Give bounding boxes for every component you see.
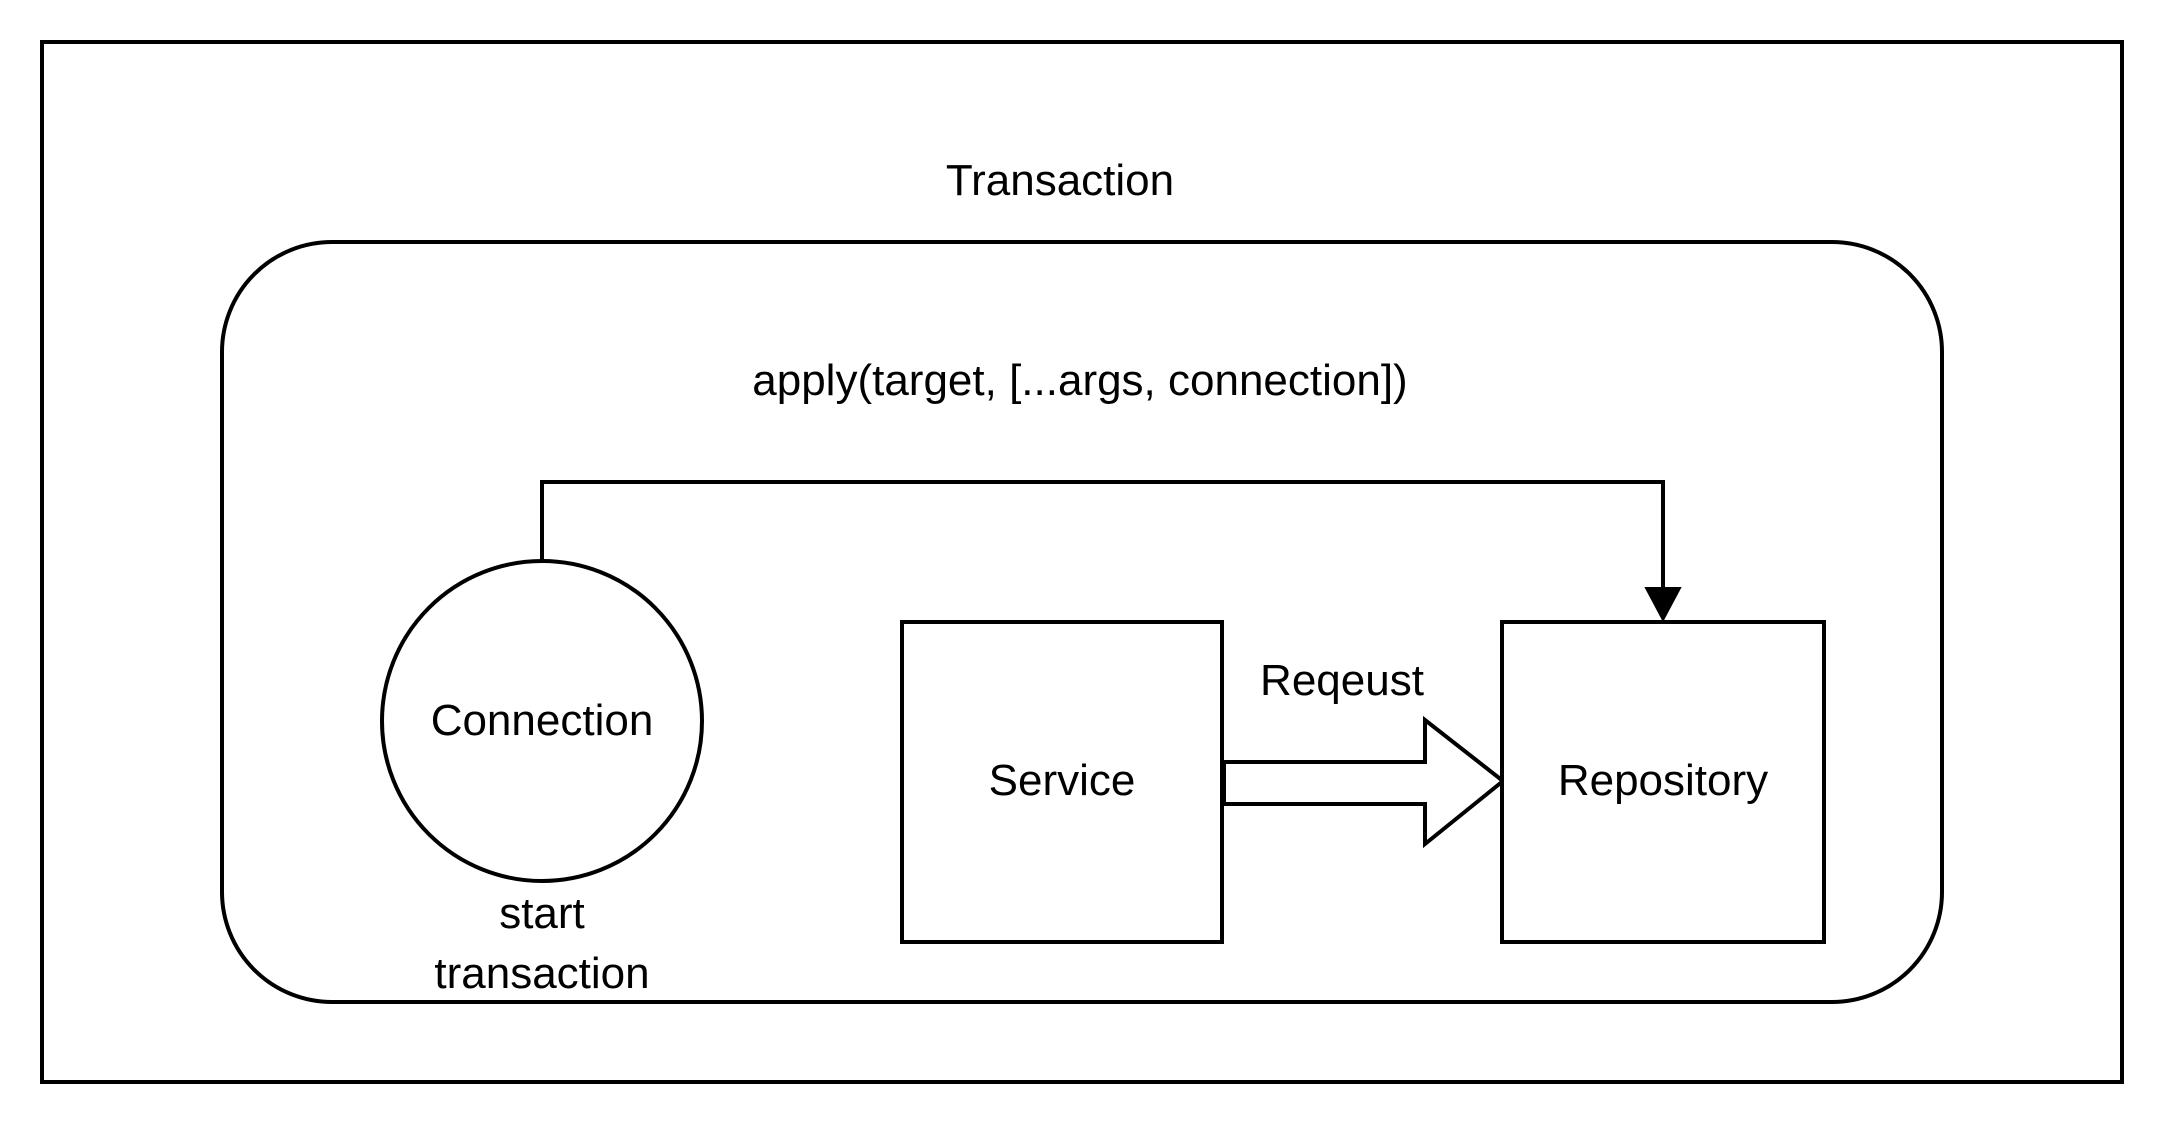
- connection-node-label: Connection: [431, 696, 654, 745]
- connection-edge-arrowhead: [1644, 587, 1682, 623]
- outer-frame-title: Transaction: [946, 156, 1174, 205]
- request-block-arrow: [1222, 715, 1507, 849]
- connection-node: [380, 559, 704, 883]
- repository-node: [1500, 620, 1826, 944]
- inner-frame-title: apply(target, [...args, connection]): [752, 356, 1407, 405]
- connection-caption-line2: transaction: [434, 949, 649, 998]
- connection-caption-line1: start: [499, 889, 585, 938]
- request-edge-label: Reqeust: [1260, 656, 1424, 705]
- repository-node-label: Repository: [1558, 756, 1768, 805]
- connection-to-repository-edge: [540, 480, 1665, 590]
- service-node-label: Service: [989, 756, 1136, 805]
- service-node: [900, 620, 1224, 944]
